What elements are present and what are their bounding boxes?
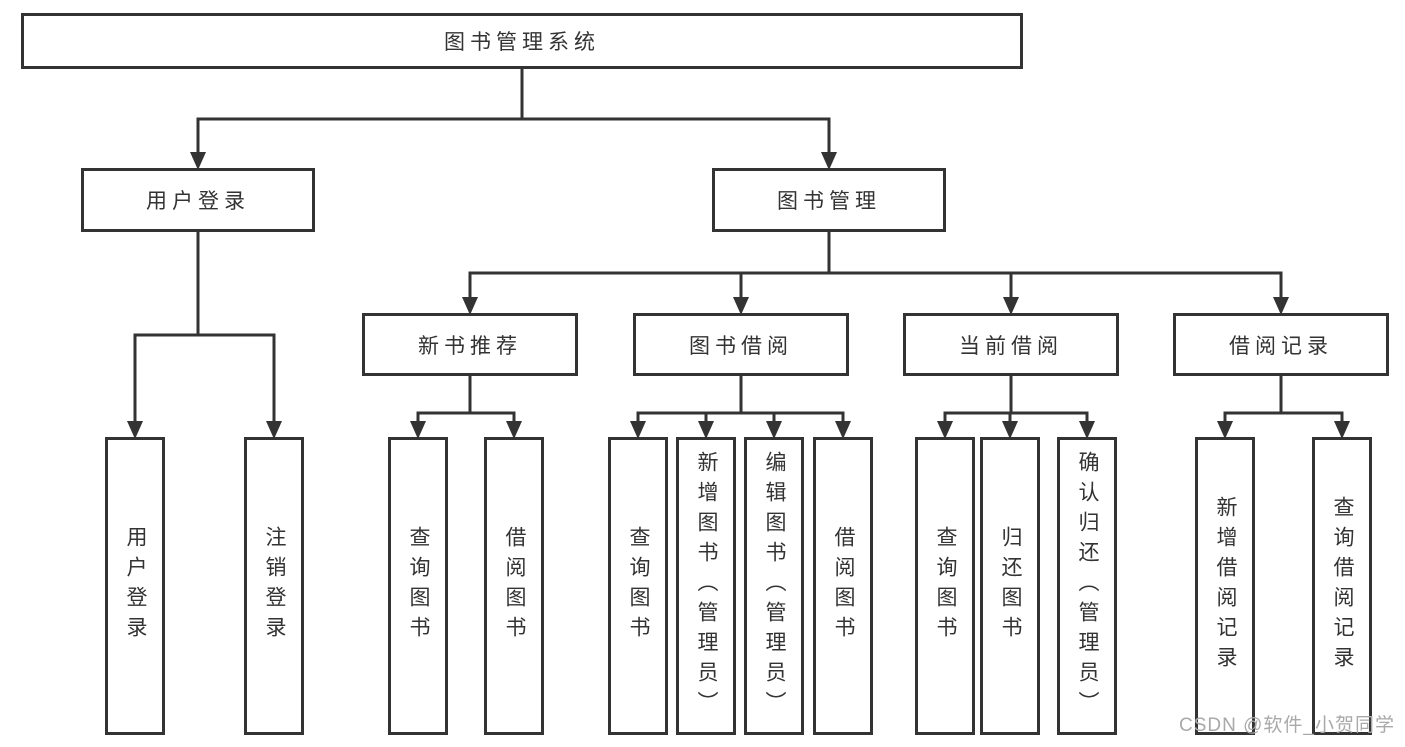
leaf-user-login: 用户登录 [105, 437, 165, 735]
node-user-login: 用户登录 [81, 168, 315, 232]
leaf-cb-confirm-return-admin: 确认归还（管理员） [1057, 437, 1117, 735]
connector-line [943, 411, 1089, 425]
watermark: CSDN @软件_小贺同学 [1179, 715, 1395, 736]
leaf-bb-borrow-books: 借阅图书 [813, 437, 873, 735]
leaf-nbr-borrow-books: 借阅图书 [484, 437, 544, 735]
connector-line [133, 333, 276, 425]
leaf-bb-edit-books-admin: 编辑图书（管理员） [744, 437, 804, 735]
leaf-nbr-query-books: 查询图书 [388, 437, 448, 735]
node-root: 图书管理系统 [21, 13, 1023, 69]
connector-line [636, 411, 845, 425]
node-book-borrowing: 图书借阅 [633, 313, 849, 376]
node-current-borrowing: 当前借阅 [903, 313, 1119, 376]
leaf-bb-query-books: 查询图书 [608, 437, 668, 735]
node-new-book-recommendation: 新书推荐 [362, 313, 578, 376]
leaf-cb-return-books: 归还图书 [980, 437, 1040, 735]
leaf-br-query-record: 查询借阅记录 [1312, 437, 1372, 735]
connector-line [196, 117, 831, 156]
connector-line [1223, 411, 1344, 425]
node-book-management: 图书管理 [712, 168, 946, 232]
connector-line [468, 271, 1283, 301]
leaf-logout: 注销登录 [244, 437, 304, 735]
leaf-br-add-record: 新增借阅记录 [1195, 437, 1255, 735]
leaf-cb-query-books: 查询图书 [915, 437, 975, 735]
connector-line [416, 411, 516, 425]
node-borrowing-records: 借阅记录 [1173, 313, 1389, 376]
leaf-bb-add-books-admin: 新增图书（管理员） [676, 437, 736, 735]
